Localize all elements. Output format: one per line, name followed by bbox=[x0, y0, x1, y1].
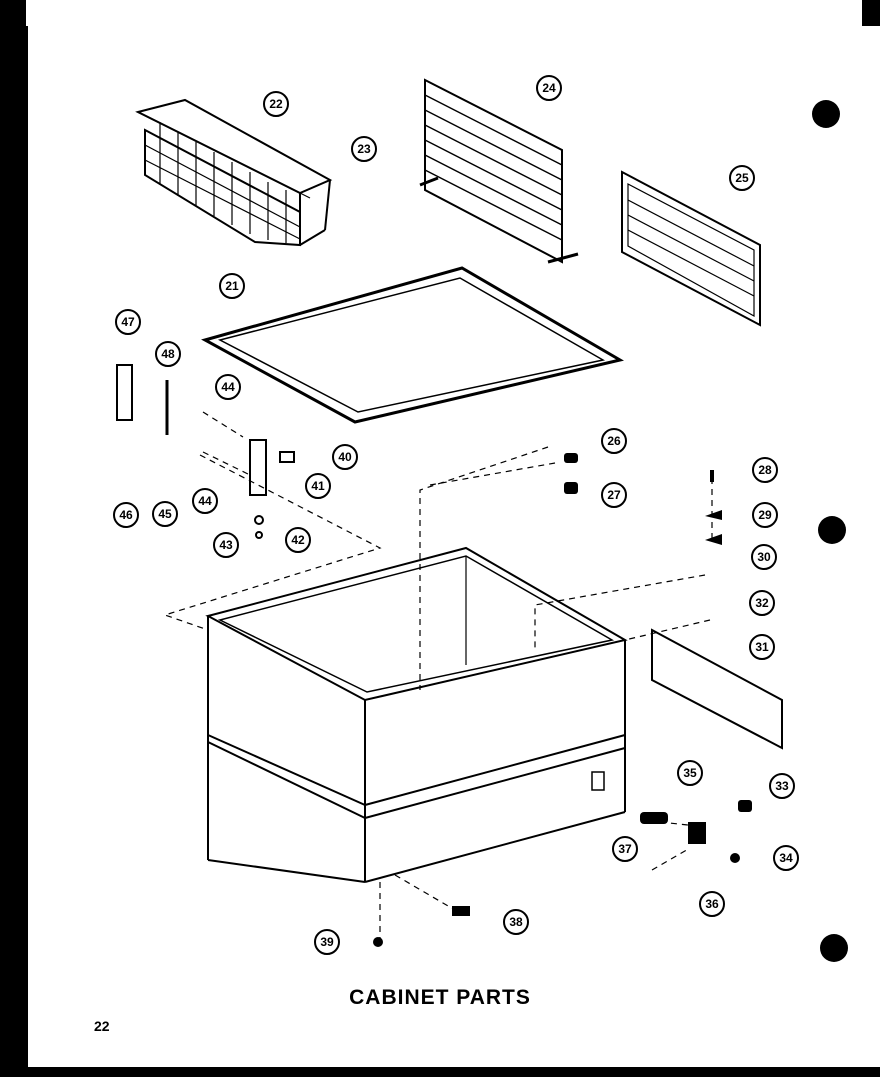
callout-circles bbox=[113, 75, 799, 955]
scan-left-edge bbox=[0, 0, 28, 1077]
callout-39: 39 bbox=[320, 935, 334, 949]
callout-45: 45 bbox=[158, 507, 172, 521]
callout-41: 41 bbox=[311, 479, 325, 493]
callout-25: 25 bbox=[735, 171, 749, 185]
callout-23: 23 bbox=[357, 142, 371, 156]
callout-35: 35 bbox=[683, 766, 697, 780]
page-number: 22 bbox=[94, 1018, 110, 1034]
callout-40: 40 bbox=[338, 450, 352, 464]
callout-44-bottom: 44 bbox=[198, 494, 212, 508]
callout-37: 37 bbox=[618, 842, 632, 856]
callout-24: 24 bbox=[542, 81, 556, 95]
callout-29: 29 bbox=[758, 508, 772, 522]
cabinet-body bbox=[205, 546, 628, 883]
callout-22: 22 bbox=[269, 97, 283, 111]
hinge-assembly bbox=[116, 364, 295, 539]
divider-panel bbox=[419, 78, 579, 264]
callout-21: 21 bbox=[225, 279, 239, 293]
callout-36: 36 bbox=[705, 897, 719, 911]
rear-panel bbox=[621, 170, 761, 327]
callout-42: 42 bbox=[291, 533, 305, 547]
paper bbox=[28, 26, 880, 1067]
callout-32: 32 bbox=[755, 596, 769, 610]
callout-46: 46 bbox=[119, 508, 133, 522]
wire-basket bbox=[135, 98, 333, 247]
callout-47: 47 bbox=[121, 315, 135, 329]
callout-34: 34 bbox=[779, 851, 793, 865]
callout-27: 27 bbox=[607, 488, 621, 502]
diagram-title: CABINET PARTS bbox=[349, 986, 531, 1009]
callout-48: 48 bbox=[161, 347, 175, 361]
callout-30: 30 bbox=[757, 550, 771, 564]
front-kick-panel bbox=[651, 628, 783, 750]
hardware bbox=[373, 100, 848, 962]
lid-gasket bbox=[201, 266, 625, 424]
callout-33: 33 bbox=[775, 779, 789, 793]
callout-43: 43 bbox=[219, 538, 233, 552]
callout-labels: 22 23 24 25 21 47 48 44 26 40 41 27 28 4… bbox=[119, 81, 793, 949]
scan-bottom-edge bbox=[0, 1067, 880, 1077]
callout-26: 26 bbox=[607, 434, 621, 448]
callout-38: 38 bbox=[509, 915, 523, 929]
callout-28: 28 bbox=[758, 463, 772, 477]
callout-44-top: 44 bbox=[221, 380, 235, 394]
callout-31: 31 bbox=[755, 640, 769, 654]
